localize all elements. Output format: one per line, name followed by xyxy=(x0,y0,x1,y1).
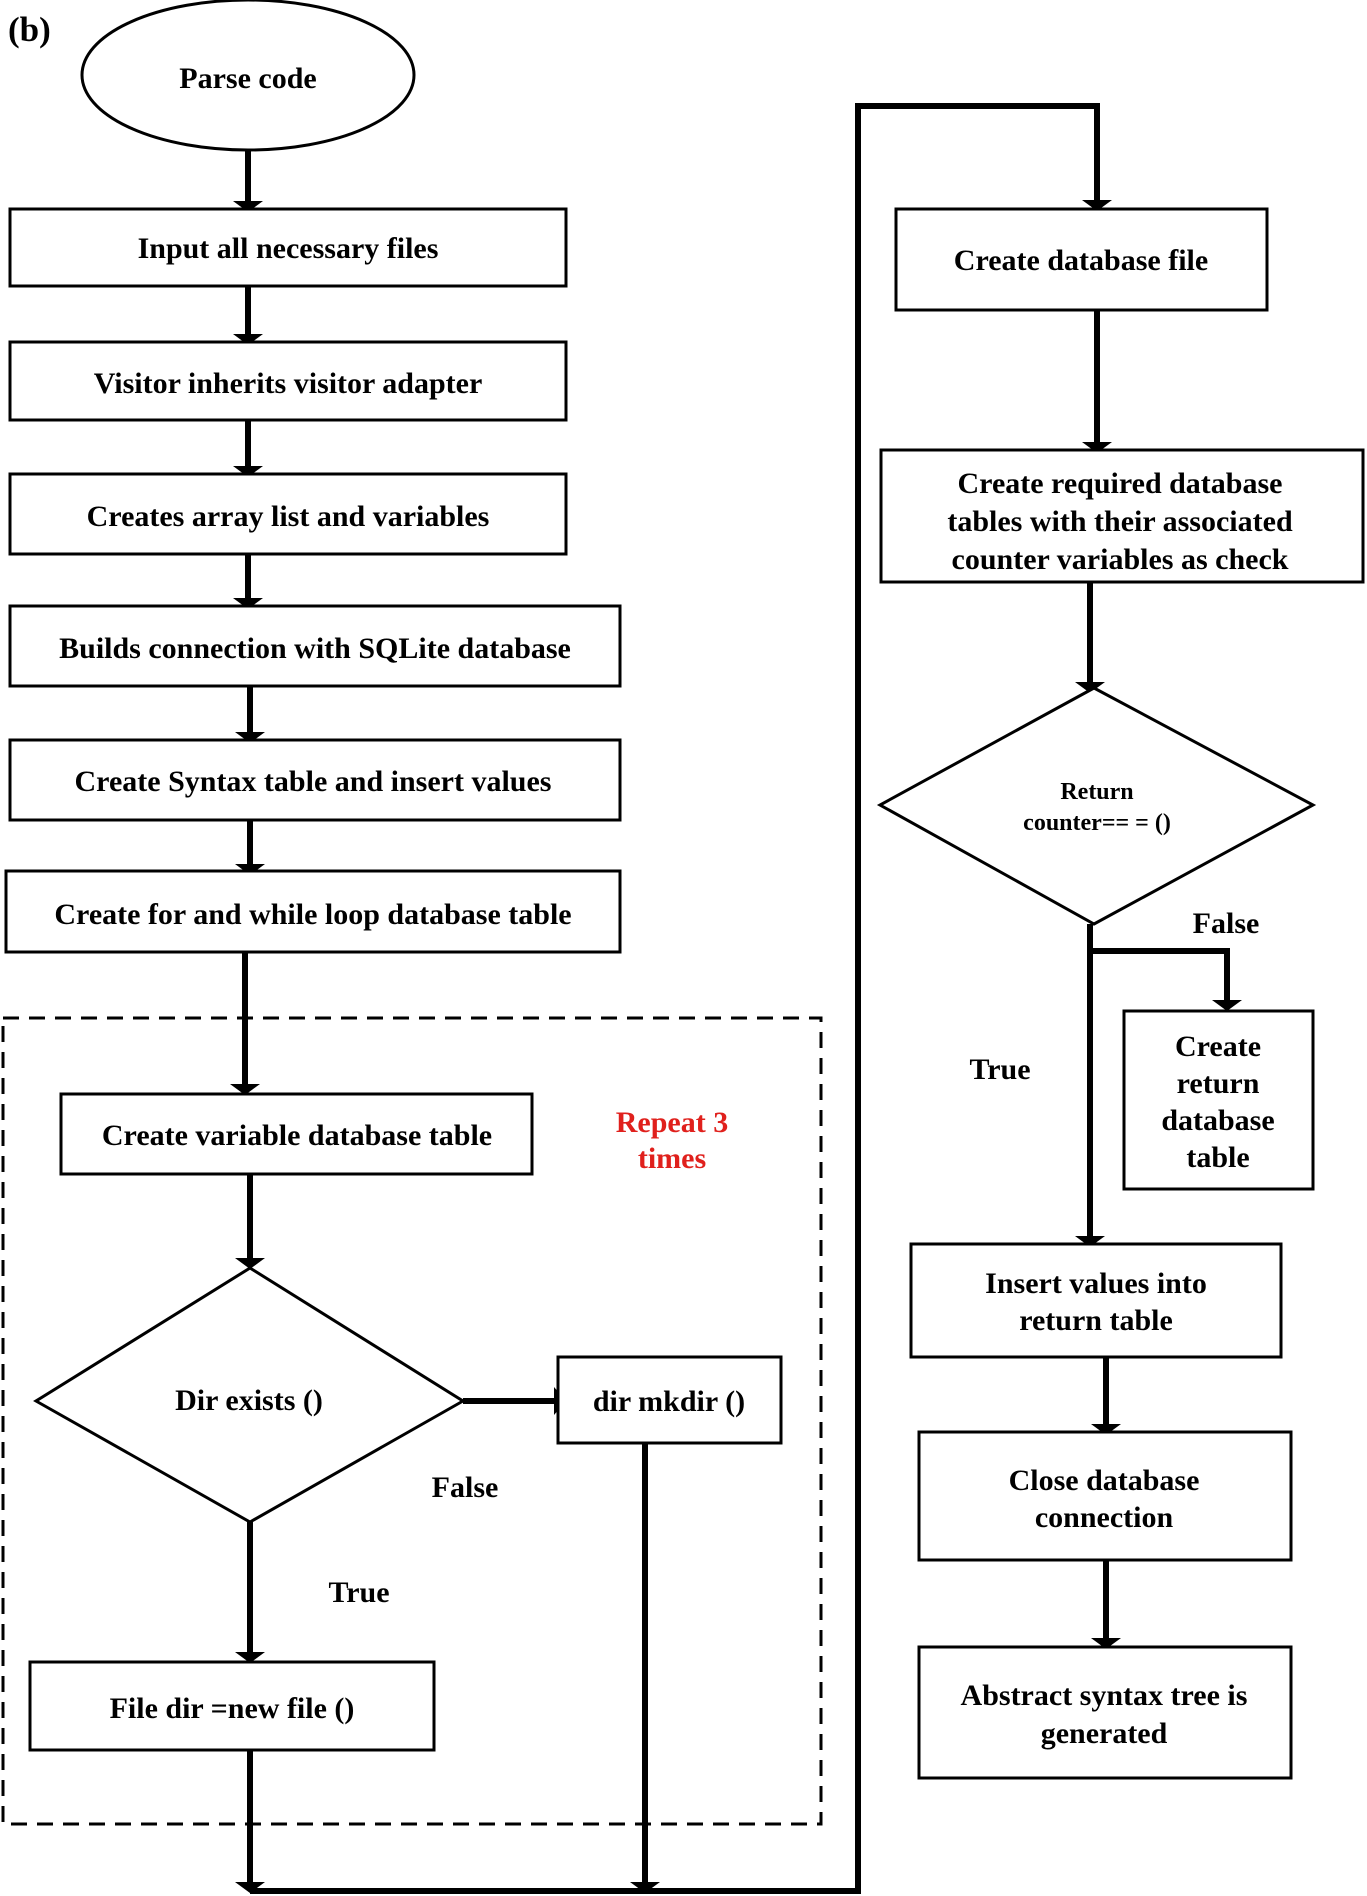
node-close-connection: Close database connection xyxy=(917,1430,1293,1562)
process-label: Builds connection with SQLite database xyxy=(59,632,571,665)
process-label-line-2: return xyxy=(1177,1067,1260,1100)
process-label-line-2: generated xyxy=(1041,1717,1168,1750)
decision-label-line-2: counter== = () xyxy=(1023,810,1171,836)
start-label: Parse code xyxy=(179,62,316,95)
process-box xyxy=(556,1355,783,1445)
process-box xyxy=(1122,1009,1315,1191)
process-box xyxy=(8,604,622,688)
process-box xyxy=(917,1645,1293,1780)
process-label-line-3: counter variables as check xyxy=(952,543,1289,576)
node-mkdir: dir mkdir () xyxy=(556,1355,783,1445)
process-label-line-3: database xyxy=(1161,1104,1274,1137)
process-label: Visitor inherits visitor adapter xyxy=(94,367,483,400)
panel-label: (b) xyxy=(8,10,51,49)
node-required-tables: Create required database tables with the… xyxy=(879,448,1365,584)
arrowhead xyxy=(1075,682,1105,693)
process-box xyxy=(917,1430,1293,1562)
edge-label-dir-false: False xyxy=(432,1471,499,1504)
repeat-loop-region xyxy=(1,1016,823,1826)
node-new-file: File dir =new file () xyxy=(28,1660,436,1752)
process-box xyxy=(4,869,622,954)
process-box xyxy=(59,1092,534,1176)
process-box xyxy=(879,448,1365,584)
process-label: dir mkdir () xyxy=(593,1385,745,1418)
repeat-note-line-1: Repeat 3 xyxy=(616,1106,728,1139)
process-label-line-1: Create xyxy=(1175,1030,1261,1063)
decision-label: Dir exists () xyxy=(175,1384,323,1417)
node-dir-exists: Dir exists () xyxy=(33,1266,466,1524)
node-sqlite-connection: Builds connection with SQLite database xyxy=(8,604,622,688)
arrowhead xyxy=(230,1084,260,1095)
connector xyxy=(1090,948,1230,1006)
process-label: Create variable database table xyxy=(102,1119,492,1152)
arrowhead xyxy=(235,1258,265,1269)
process-label: File dir =new file () xyxy=(110,1692,355,1725)
arrowhead xyxy=(235,1652,265,1663)
process-label-line-1: Insert values into xyxy=(985,1267,1207,1300)
arrowhead xyxy=(235,732,265,743)
node-input-files: Input all necessary files xyxy=(8,207,568,288)
connectors xyxy=(242,103,1230,1894)
process-label: Create Syntax table and insert values xyxy=(75,765,552,798)
node-return-table: Create return database table xyxy=(1122,1009,1315,1191)
process-label-line-2: return table xyxy=(1019,1304,1173,1337)
connector xyxy=(250,103,1100,1894)
process-box xyxy=(909,1242,1283,1359)
node-ast-generated: Abstract syntax tree is generated xyxy=(917,1645,1293,1780)
repeat-note-line-2: times xyxy=(638,1142,706,1175)
edge-label-return-false: False xyxy=(1193,907,1260,940)
process-box xyxy=(28,1660,436,1752)
edge-label-dir-true: True xyxy=(328,1576,389,1609)
node-db-file: Create database file xyxy=(894,207,1269,312)
node-loop-table: Create for and while loop database table xyxy=(4,869,622,954)
process-box xyxy=(894,207,1269,312)
process-label: Creates array list and variables xyxy=(87,500,490,533)
process-label: Input all necessary files xyxy=(138,232,439,265)
arrowhead xyxy=(1091,1638,1121,1649)
node-syntax-table: Create Syntax table and insert values xyxy=(8,738,622,822)
decision-diamond xyxy=(876,686,1317,926)
process-label-line-1: Close database xyxy=(1009,1464,1200,1497)
arrowhead xyxy=(1212,1000,1242,1011)
process-label-line-1: Abstract syntax tree is xyxy=(961,1679,1248,1712)
arrowhead xyxy=(1082,200,1112,211)
arrowhead xyxy=(1075,1236,1105,1247)
node-return-check: Return counter== = () xyxy=(876,686,1317,926)
process-box xyxy=(8,340,568,422)
process-label-line-2: connection xyxy=(1035,1501,1174,1534)
process-label-line-2: tables with their associated xyxy=(947,505,1293,538)
arrowhead xyxy=(233,201,263,212)
start-ellipse xyxy=(80,0,416,152)
node-parse-code: Parse code xyxy=(80,0,416,152)
process-box xyxy=(8,738,622,822)
decision-label-line-1: Return xyxy=(1060,779,1133,805)
node-array-list: Creates array list and variables xyxy=(8,472,568,556)
arrowhead xyxy=(630,1882,660,1893)
node-insert-values: Insert values into return table xyxy=(909,1242,1283,1359)
process-box xyxy=(8,207,568,288)
arrowhead xyxy=(235,1882,265,1893)
edge-label-return-true: True xyxy=(969,1053,1030,1086)
process-label: Create for and while loop database table xyxy=(54,898,571,931)
process-label: Create database file xyxy=(954,244,1208,277)
decision-diamond xyxy=(33,1266,466,1524)
arrowhead xyxy=(233,598,263,609)
node-visitor: Visitor inherits visitor adapter xyxy=(8,340,568,422)
node-variable-table: Create variable database table xyxy=(59,1092,534,1176)
process-label-line-1: Create required database xyxy=(958,467,1283,500)
process-box xyxy=(8,472,568,556)
arrowhead xyxy=(233,466,263,477)
process-label-line-4: table xyxy=(1186,1141,1249,1174)
arrowhead xyxy=(233,334,263,345)
arrowhead xyxy=(1082,442,1112,453)
arrowhead xyxy=(1091,1424,1121,1435)
